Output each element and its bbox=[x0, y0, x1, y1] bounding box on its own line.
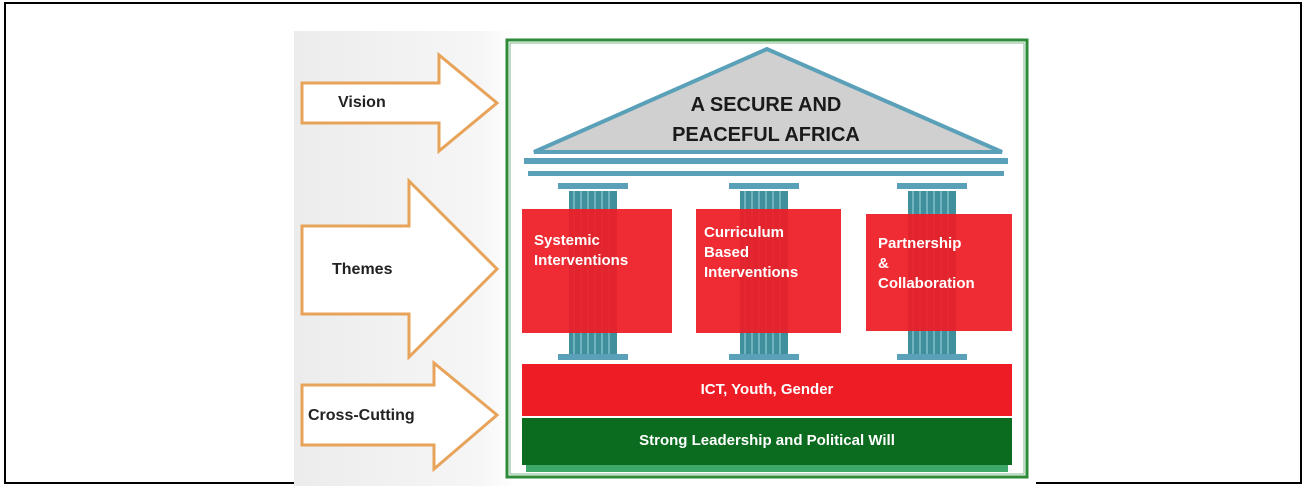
vision-arrow bbox=[300, 51, 500, 155]
theme-box-1 bbox=[522, 209, 672, 333]
foundation-band bbox=[522, 418, 1012, 465]
diagram-graphics bbox=[300, 38, 1029, 479]
roof-title: A SECURE AND PEACEFUL AFRICA bbox=[634, 90, 898, 150]
theme-2-line-1: Curriculum bbox=[704, 224, 785, 241]
roof-beam bbox=[524, 158, 1008, 164]
themes-arrow bbox=[300, 177, 500, 361]
theme-2-text: Curriculum Based Interventions bbox=[704, 223, 798, 283]
theme-1-text: Systemic Interventions bbox=[534, 231, 628, 271]
figure-frame: Vision Themes Cross-Cutting A SECURE AND… bbox=[4, 2, 1302, 486]
theme-1-line-1: Systemic bbox=[534, 232, 600, 249]
cross-cutting-arrow bbox=[300, 359, 500, 473]
theme-2-line-2: Based bbox=[704, 244, 750, 261]
vision-label: Vision bbox=[338, 94, 386, 111]
cross-cutting-band bbox=[522, 364, 1012, 416]
theme-3-line-2: & bbox=[878, 255, 889, 272]
cross-cutting-band-text: ICT, Youth, Gender bbox=[700, 381, 834, 398]
theme-1-line-2: Interventions bbox=[534, 252, 629, 269]
theme-box-2 bbox=[696, 209, 841, 333]
theme-2-line-3: Interventions bbox=[704, 264, 799, 281]
theme-box-3 bbox=[866, 214, 1012, 331]
theme-3-text: Partnership & Collaboration bbox=[878, 234, 975, 294]
themes-label: Themes bbox=[332, 261, 393, 278]
roof-title-line-2: PEACEFUL AFRICA bbox=[672, 124, 860, 146]
roof-title-line-1: A SECURE AND bbox=[690, 94, 842, 116]
house-outline bbox=[505, 38, 1029, 479]
pillars-diagram: Vision Themes Cross-Cutting A SECURE AND… bbox=[294, 31, 1036, 486]
theme-3-line-3: Collaboration bbox=[878, 275, 975, 292]
foundation-text: Strong Leadership and Political Will bbox=[639, 432, 895, 449]
theme-3-line-1: Partnership bbox=[878, 235, 962, 252]
roof bbox=[533, 46, 1003, 154]
cross-cutting-label: Cross-Cutting bbox=[308, 407, 415, 424]
